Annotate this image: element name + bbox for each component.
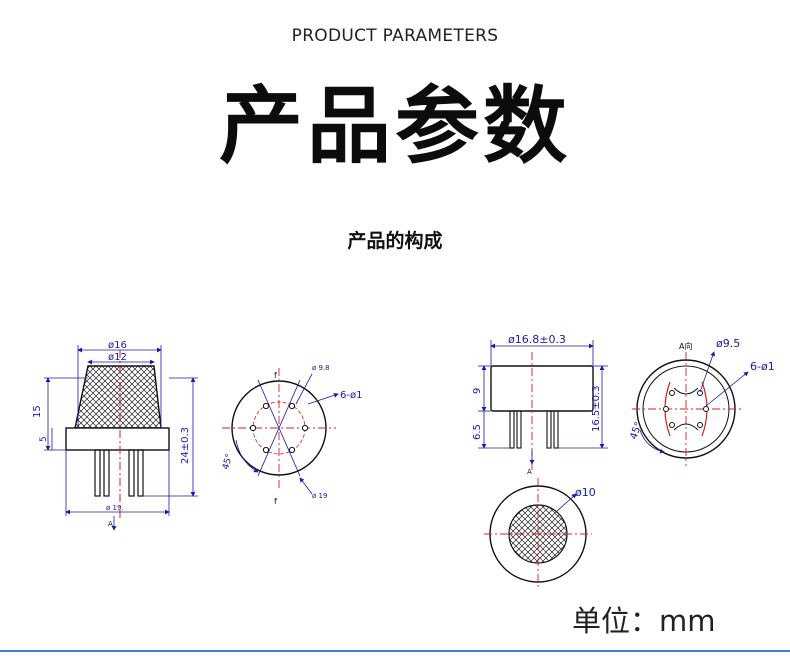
right-side-view: ø16.8±0.3 9 6.5 16.5±0.3 A: [472, 333, 608, 476]
pin-holes-label: 6-ø1: [340, 390, 362, 401]
mark-top: f: [274, 371, 277, 380]
page-title: 产品参数: [218, 77, 571, 175]
dim-pin-height: 6.5: [472, 424, 483, 440]
dim-base-height: 5: [39, 436, 49, 442]
angle-label: 45°: [221, 453, 235, 471]
left-bottom-view: ø 9.8 6-ø1 45° ø 19 f f: [221, 364, 362, 506]
right-mesh-view: ø10: [484, 478, 596, 590]
view-direction-label: A向: [679, 341, 692, 351]
bottom-divider: [0, 650, 790, 652]
pin-circle-diameter: ø9.5: [716, 337, 740, 350]
pin-circle-diameter: ø 9.8: [312, 364, 330, 372]
dim-total-height: 16.5±0.3: [591, 385, 602, 432]
right-a-view: A向 ø9.5 6-ø1 45°: [628, 337, 775, 466]
view-a-label: A: [527, 468, 532, 476]
outer-diameter: ø 19: [312, 492, 327, 500]
dim-cap-height: 15: [32, 405, 43, 418]
view-a-label: A: [108, 520, 113, 528]
dim-total-height: 24±0.3: [180, 427, 191, 464]
mesh-diameter: ø10: [575, 486, 596, 499]
pin-holes-label: 6-ø1: [750, 360, 775, 373]
left-side-view: ø16 ø12 15 5 24±0.3 ø 19. A: [32, 340, 198, 531]
dim-top-diameter: ø16: [108, 340, 127, 351]
dim-bottom-diameter: ø 19.: [106, 504, 124, 512]
dim-mid-diameter: ø12: [108, 352, 127, 363]
dim-body-height: 9: [472, 388, 483, 394]
mark-bottom: f: [274, 497, 277, 506]
angle-label: 45°: [628, 421, 644, 441]
dim-body-diameter: ø16.8±0.3: [508, 333, 566, 346]
subtitle-english: PRODUCT PARAMETERS: [291, 26, 499, 46]
section-label: 产品的构成: [347, 230, 443, 252]
unit-label: 单位：mm: [572, 604, 716, 638]
